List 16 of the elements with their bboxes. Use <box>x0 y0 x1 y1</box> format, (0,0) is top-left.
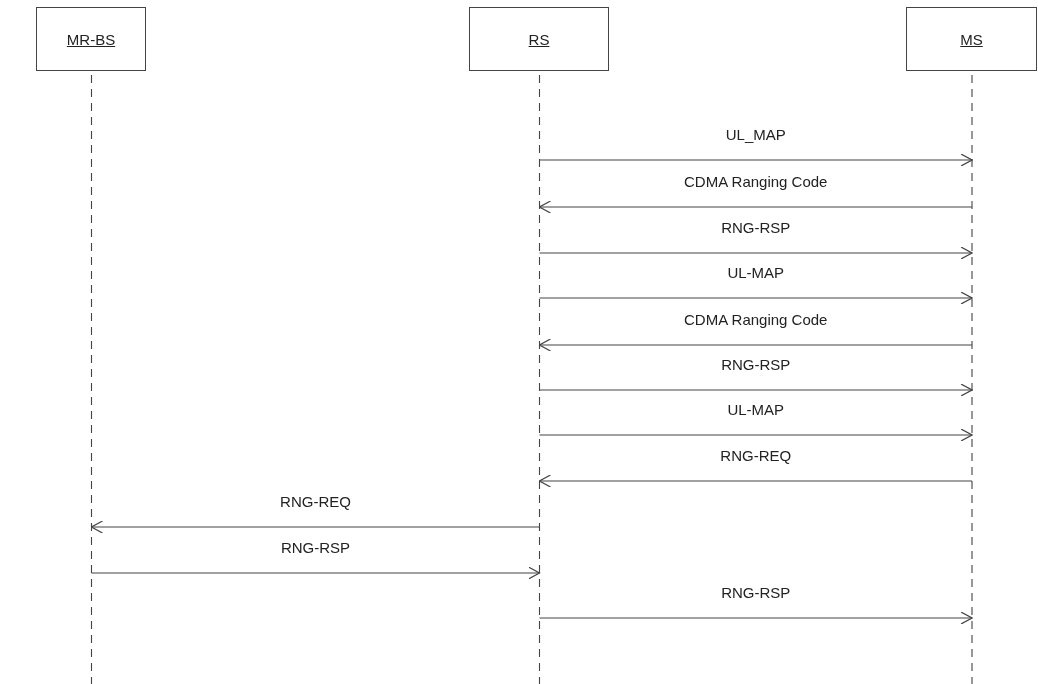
participant-name: MR-BS <box>66 30 116 48</box>
message-arrow <box>538 611 973 625</box>
message-arrow <box>538 383 973 397</box>
message-arrow <box>538 428 973 442</box>
participant-name: MS <box>960 30 983 48</box>
participant-name: RS <box>528 30 550 48</box>
message-arrow <box>538 338 973 352</box>
message-arrow <box>538 474 973 488</box>
message-arrow <box>538 153 973 167</box>
message-arrow <box>90 566 541 580</box>
message-arrow <box>538 246 973 260</box>
message-arrow <box>538 200 973 214</box>
message-label: CDMA Ranging Code <box>682 311 830 328</box>
message-arrow <box>90 520 541 534</box>
message-label: CDMA Ranging Code <box>682 173 830 190</box>
message-arrow <box>538 291 973 305</box>
